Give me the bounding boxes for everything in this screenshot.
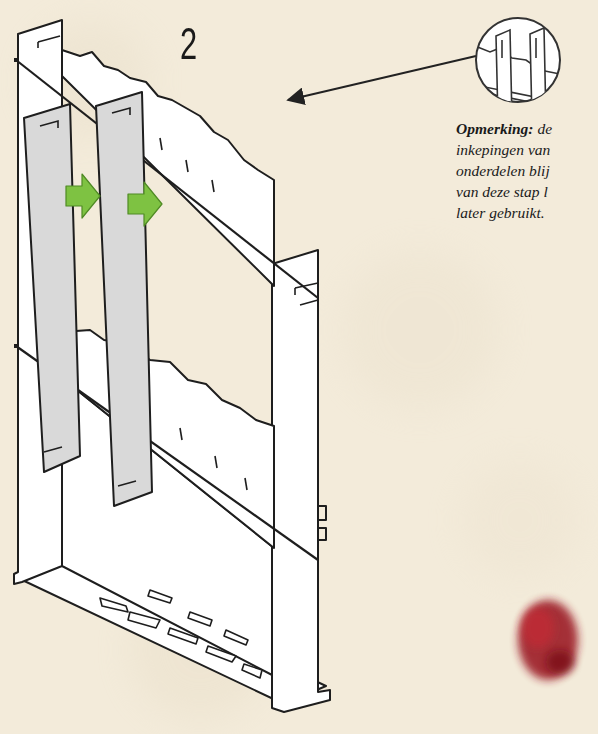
push-arrow (128, 182, 162, 226)
step-number: 2 (180, 22, 197, 66)
leader-arrow (288, 56, 476, 100)
base-holes (100, 590, 262, 678)
right-side-panel (272, 250, 330, 712)
top-rail (62, 50, 274, 286)
blood-splatter (518, 600, 578, 680)
detail-zoom (470, 28, 570, 120)
detail-circle (476, 18, 560, 102)
note-text: Opmerking:de inkepingen van onderdelen b… (456, 118, 572, 223)
note-heading: Opmerking: (456, 120, 534, 137)
divider-board (96, 92, 152, 506)
middle-board (62, 330, 274, 548)
push-arrow (66, 174, 100, 218)
divider-board (24, 104, 80, 472)
